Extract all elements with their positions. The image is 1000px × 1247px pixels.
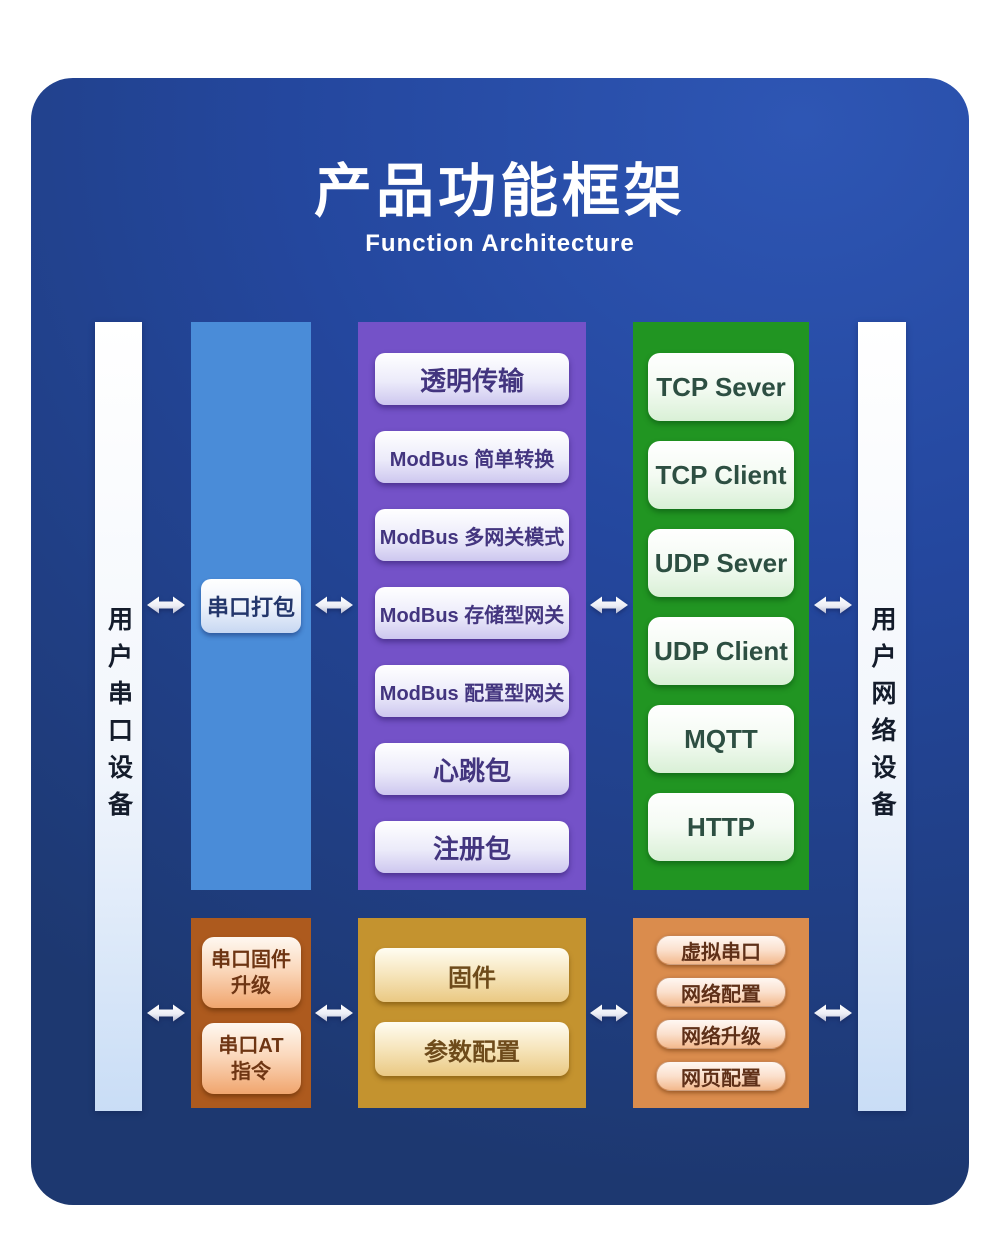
user-serial-devices-bar: 用户串口设备: [95, 322, 142, 1111]
mode-box: ModBus 存储型网关: [375, 587, 569, 639]
network-tools-column: 虚拟串口 网络配置 网络升级 网页配置: [633, 918, 809, 1108]
protocols-column: TCP Sever TCP Client UDP Sever UDP Clien…: [633, 322, 809, 890]
mode-box: ModBus 简单转换: [375, 431, 569, 483]
protocol-box: HTTP: [648, 793, 794, 861]
protocol-box: UDP Client: [648, 617, 794, 685]
mode-box: 透明传输: [375, 353, 569, 405]
user-network-devices-label: 用户网络设备: [868, 605, 896, 828]
serial-pack-box: 串口打包: [201, 579, 301, 633]
mode-box: ModBus 配置型网关: [375, 665, 569, 717]
double-arrow-icon: [147, 596, 185, 614]
firmware-column: 固件 参数配置: [358, 918, 586, 1108]
network-tool-box: 网页配置: [656, 1061, 786, 1091]
protocol-box: UDP Sever: [648, 529, 794, 597]
firmware-box: 参数配置: [375, 1022, 569, 1076]
protocol-box: MQTT: [648, 705, 794, 773]
mode-box: 注册包: [375, 821, 569, 873]
mode-box: ModBus 多网关模式: [375, 509, 569, 561]
double-arrow-icon: [147, 1004, 185, 1022]
double-arrow-icon: [814, 1004, 852, 1022]
double-arrow-icon: [590, 1004, 628, 1022]
double-arrow-icon: [814, 596, 852, 614]
user-network-devices-bar: 用户网络设备: [858, 322, 906, 1111]
mode-box: 心跳包: [375, 743, 569, 795]
page-title: 产品功能框架: [313, 159, 686, 224]
network-tool-box: 网络配置: [656, 977, 786, 1007]
serial-pack-column: 串口打包: [191, 322, 311, 890]
architecture-card: 产品功能框架 Function Architecture 用户串口设备 用户网络…: [31, 78, 969, 1205]
network-tool-box: 网络升级: [656, 1019, 786, 1049]
protocol-box: TCP Client: [648, 441, 794, 509]
modes-column: 透明传输 ModBus 简单转换 ModBus 多网关模式 ModBus 存储型…: [358, 322, 586, 890]
user-serial-devices-label: 用户串口设备: [104, 605, 133, 828]
network-tool-box: 虚拟串口: [656, 935, 786, 965]
double-arrow-icon: [315, 1004, 353, 1022]
double-arrow-icon: [315, 596, 353, 614]
serial-tool-box: 串口AT 指令: [201, 1023, 301, 1094]
page-subtitle: Function Architecture: [365, 230, 635, 257]
protocol-box: TCP Sever: [648, 353, 794, 421]
serial-tools-column: 串口固件 升级 串口AT 指令: [191, 918, 311, 1108]
double-arrow-icon: [590, 596, 628, 614]
firmware-box: 固件: [375, 948, 569, 1002]
serial-tool-box: 串口固件 升级: [201, 937, 301, 1008]
